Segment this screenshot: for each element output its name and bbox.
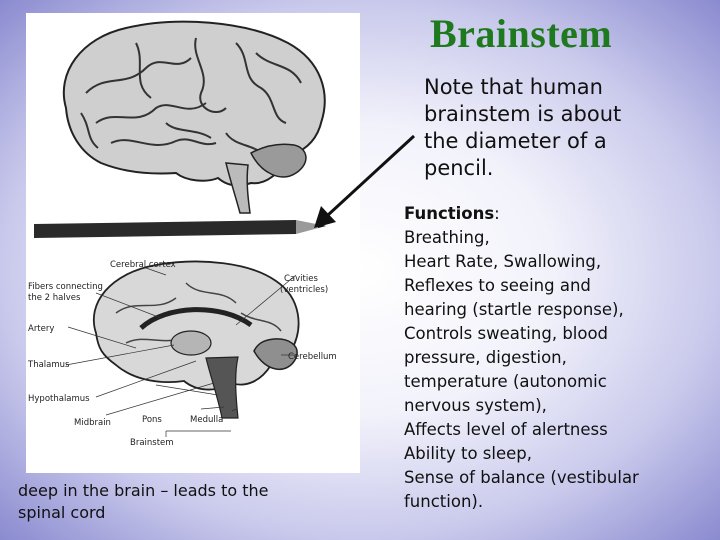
slide-title: Brainstem (430, 11, 613, 56)
functions-list: Functions: Breathing, Heart Rate, Swallo… (404, 202, 704, 514)
label-fibers: the 2 halves (28, 293, 81, 303)
sagittal-brain-image: Cerebral cortex Fibers connecting the 2 … (27, 260, 337, 448)
function-item: function). (404, 492, 484, 511)
label-hypothalamus: Hypothalamus (28, 394, 90, 404)
pencil-note: Note that human brainstem is about the d… (424, 74, 674, 182)
label-pons: Pons (142, 415, 162, 425)
figure-caption: deep in the brain – leads to the spinal … (18, 480, 358, 524)
pencil-image (34, 220, 326, 238)
label-cerebral-cortex: Cerebral cortex (110, 260, 176, 270)
label-midbrain: Midbrain (74, 418, 111, 428)
label-cavities: Cavities (284, 274, 318, 284)
function-item: Sense of balance (vestibular (404, 468, 639, 487)
function-item: Reflexes to seeing and (404, 276, 591, 295)
function-item: Controls sweating, blood (404, 324, 609, 343)
function-item: Heart Rate, Swallowing, (404, 252, 602, 271)
label-cavities: (ventricles) (280, 285, 328, 295)
function-item: Ability to sleep, (404, 444, 533, 463)
label-brainstem: Brainstem (130, 438, 174, 448)
note-line: the diameter of a (424, 129, 607, 153)
label-medulla: Medulla (190, 415, 223, 425)
function-item: pressure, digestion, (404, 348, 567, 367)
brain-illustration: Cerebral cortex Fibers connecting the 2 … (27, 20, 337, 448)
label-thalamus: Thalamus (27, 360, 70, 370)
note-line: brainstem is about (424, 102, 622, 126)
caption-line: spinal cord (18, 503, 106, 522)
function-item: hearing (startle response), (404, 300, 624, 319)
label-artery: Artery (28, 324, 54, 334)
label-cerebellum: Cerebellum (288, 352, 337, 362)
function-item: nervous system), (404, 396, 547, 415)
function-item: Affects level of alertness (404, 420, 608, 439)
functions-heading-label: Functions (404, 204, 495, 223)
note-line: Note that human (424, 75, 603, 99)
brain-figure: Cerebral cortex Fibers connecting the 2 … (26, 13, 360, 473)
function-item: Breathing, (404, 228, 490, 247)
label-fibers: Fibers connecting (28, 282, 103, 292)
functions-heading: Functions: (404, 202, 704, 226)
caption-line: deep in the brain – leads to the (18, 481, 269, 500)
note-line: pencil. (424, 156, 494, 180)
lateral-brain-image (62, 20, 326, 214)
function-item: temperature (autonomic (404, 372, 607, 391)
functions-heading-colon: : (494, 204, 500, 223)
